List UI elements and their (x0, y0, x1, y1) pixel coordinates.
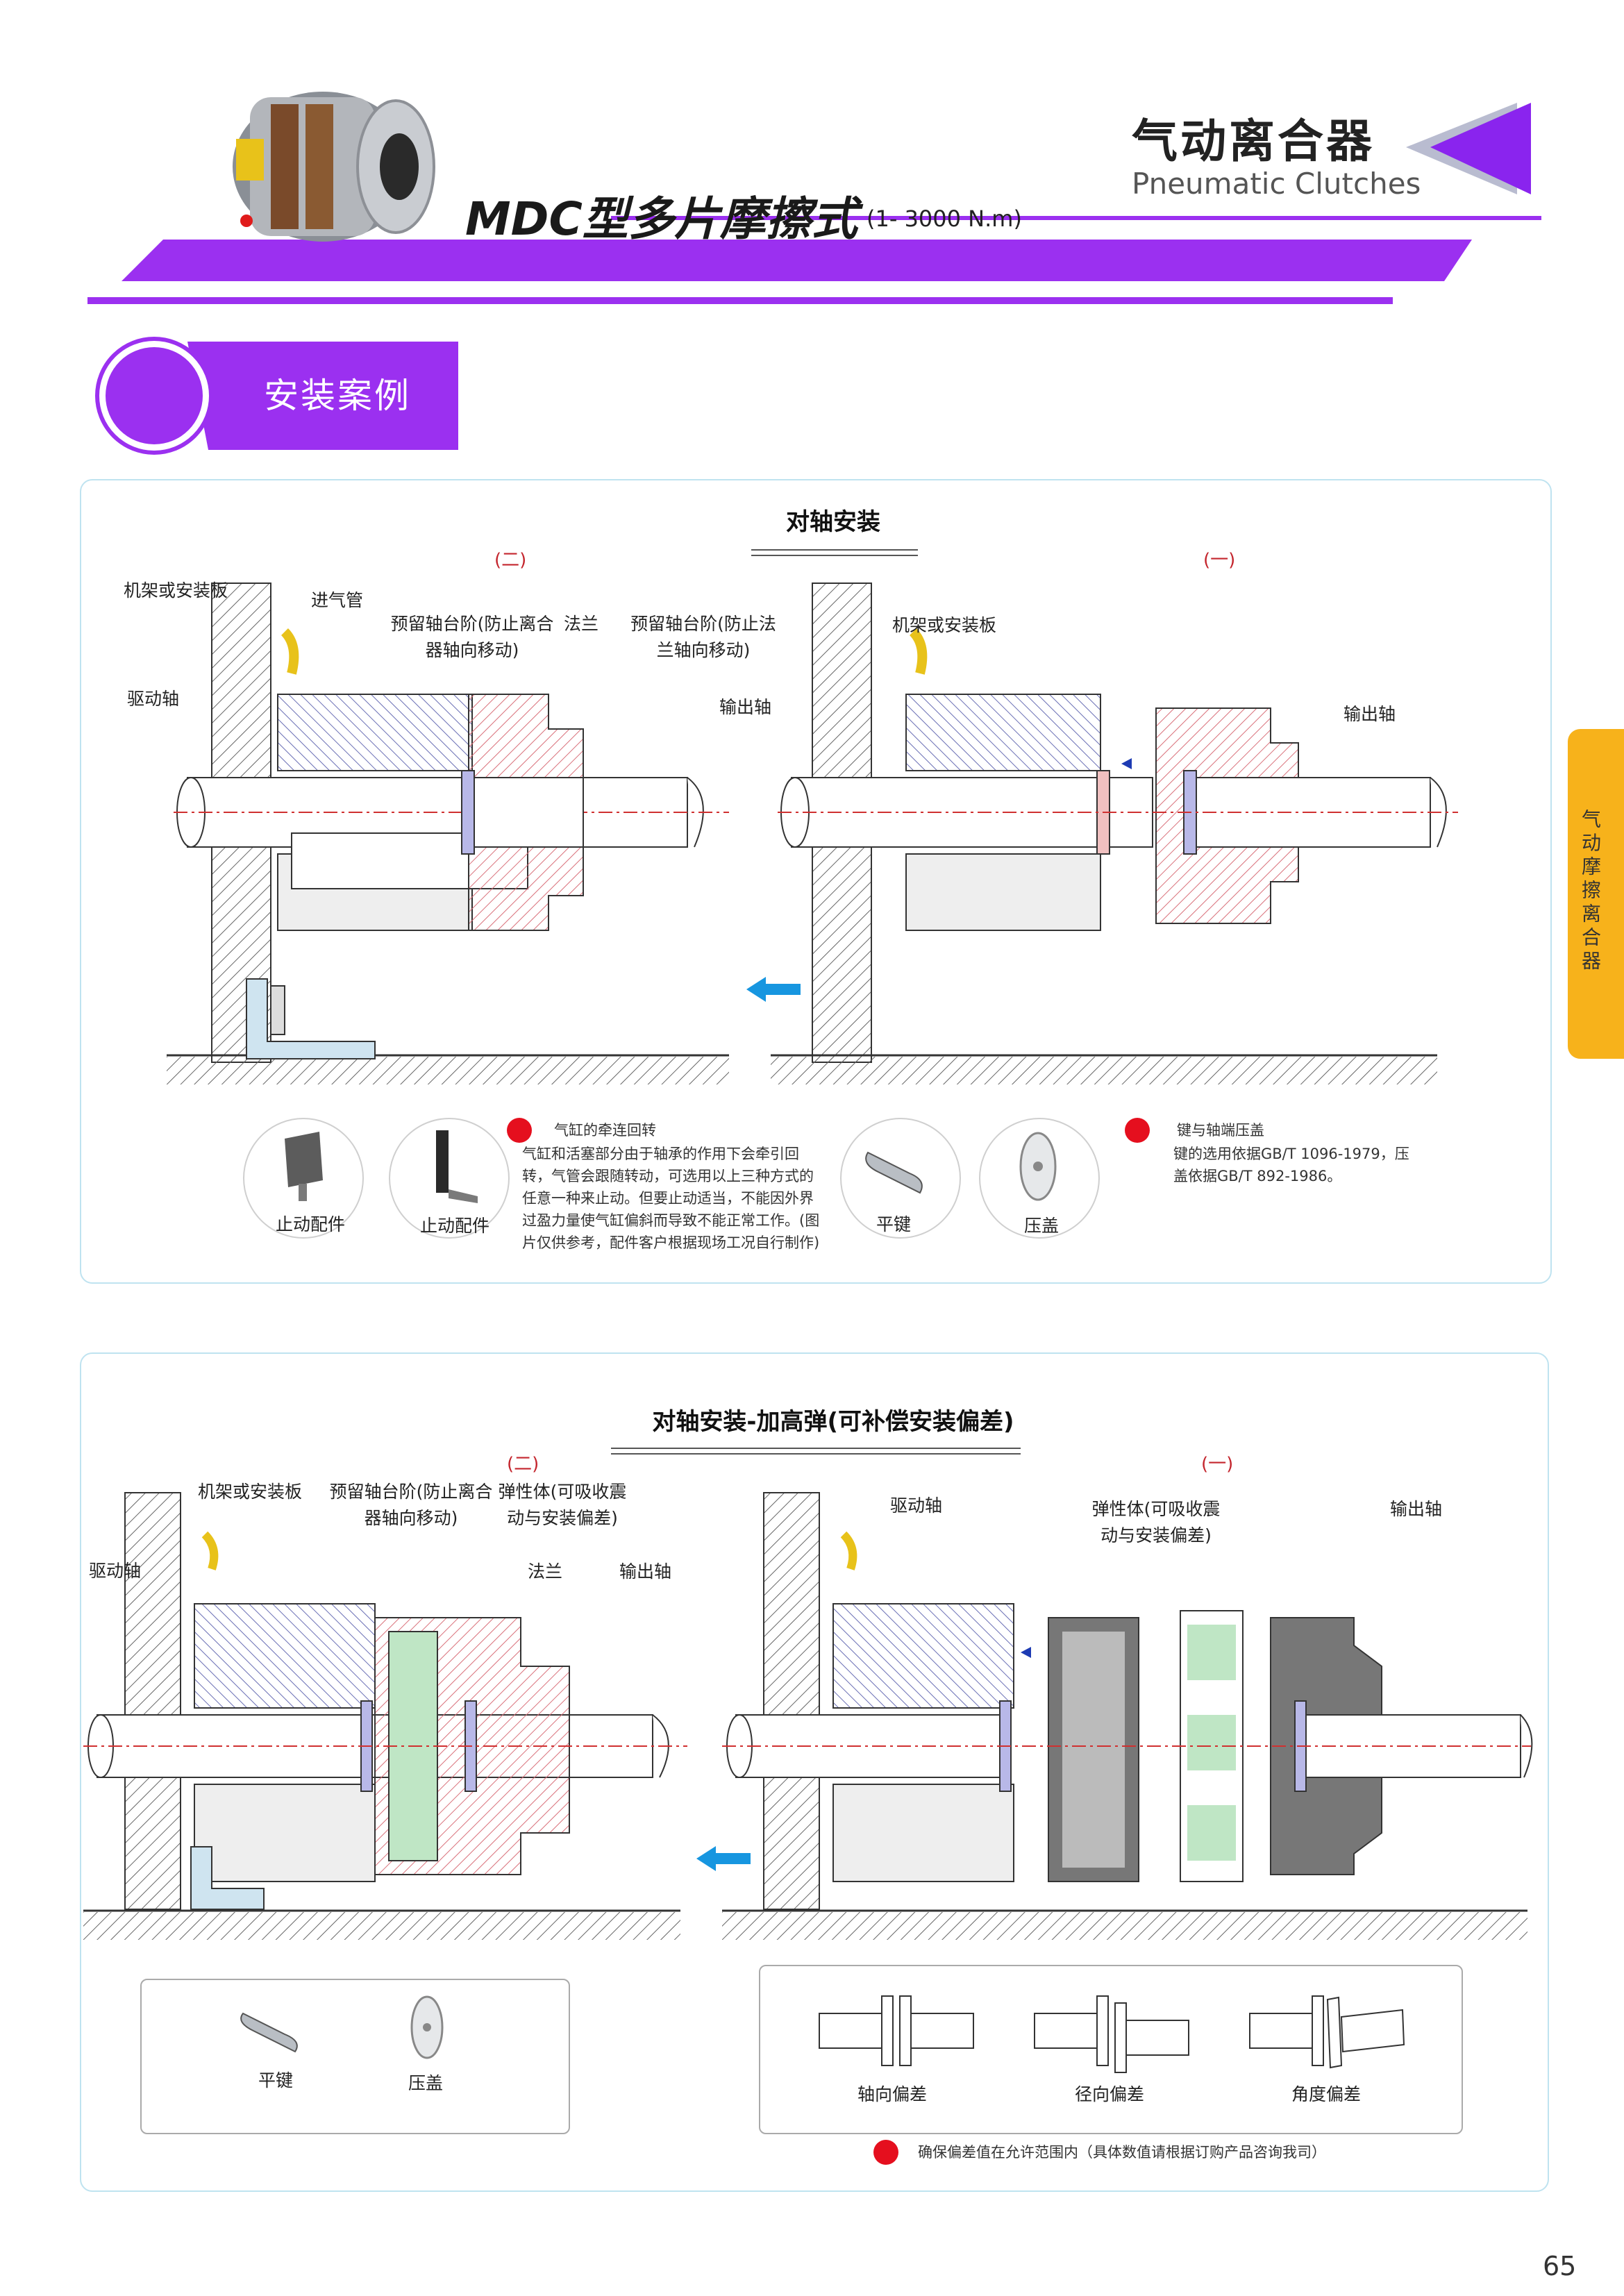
p1-label-frame: 机架或安装板 (124, 580, 228, 601)
note2-title: 键与轴端压盖 (1177, 1122, 1264, 1139)
p1-label-drive-shaft: 驱动轴 (127, 689, 180, 709)
deviation-icons (819, 1995, 1405, 2073)
panel1-diagram-right (771, 583, 1458, 1084)
move-left-arrow-2 (696, 1846, 751, 1871)
panel1-title: 对轴安装 (786, 508, 880, 536)
header-line (87, 297, 1393, 304)
press-cover-icon (1019, 1132, 1057, 1201)
panel1-left-tag: (二) (494, 550, 527, 571)
p1-label-output-shaft: 输出轴 (719, 697, 772, 717)
p2-label-elastic: 弹性体(可吸收震动与安装偏差) (498, 1482, 627, 1528)
p2-flat-key-label: 平键 (258, 2070, 294, 2090)
note2-body: 键的选用依据GB/T 1096-1979，压盖依据GB/T 892-1986。 (1173, 1146, 1409, 1184)
note2-bullet (1125, 1118, 1150, 1143)
model-title: MDC型多片摩擦式 (465, 192, 857, 246)
panel1-diagram-left (167, 583, 729, 1084)
panel2-title: 对轴安装-加高弹(可补偿安装偏差) (652, 1408, 1014, 1436)
header-graphic (87, 92, 1541, 304)
deviation-angular: 角度偏差 (1291, 2084, 1362, 2104)
p2-press-cover-icon (410, 1995, 444, 2059)
note3-body: 确保偏差值在允许范围内（具体数值请根据订购产品咨询我司） (918, 2144, 1326, 2161)
note1-bullet (507, 1118, 532, 1143)
panel1-right-tag: (一) (1203, 550, 1236, 571)
stop-part-1-icon (285, 1132, 323, 1201)
p2r-label-elastic: 弹性体(可吸收震动与安装偏差) (1091, 1499, 1221, 1545)
page-number: 65 (1543, 2251, 1577, 2281)
p1-label-air-inlet: 进气管 (311, 590, 364, 610)
side-tab (1568, 729, 1624, 1059)
move-left-arrow (746, 977, 801, 1002)
stop-part-2-thumb (389, 1118, 510, 1239)
p2-label-drive-shaft: 驱动轴 (89, 1561, 142, 1581)
deviation-axial: 轴向偏差 (857, 2084, 928, 2104)
panel2-left-tag: (二) (507, 1454, 539, 1475)
p1-label-shoulder-clutch: 预留轴台阶(防止离合器轴向移动) (390, 614, 554, 660)
p1-label-shoulder-flange: 预留轴台阶(防止法兰轴向移动) (630, 614, 776, 660)
flat-key-label: 平键 (876, 1214, 912, 1234)
note3-bullet (873, 2140, 898, 2165)
stop-part-1-label: 止动配件 (276, 1214, 346, 1234)
side-tab-text: 气动摩擦离合器 (1579, 809, 1602, 974)
panel2-diagram-right (722, 1492, 1533, 1940)
header-thin-line (611, 216, 1541, 220)
stop-part-2-icon (436, 1130, 478, 1203)
p2-label-shoulder-clutch: 预留轴台阶(防止离合器轴向移动) (329, 1482, 493, 1528)
flat-key-icon (865, 1151, 923, 1194)
note1-body: 气缸和活塞部分由于轴承的作用下会牵引回转，气管会跟随转动，可选用以上三种方式的任… (522, 1146, 820, 1251)
clutch-photo (233, 92, 435, 242)
note1-title: 气缸的牵连回转 (554, 1122, 656, 1139)
panel2-title-underline (611, 1448, 1021, 1455)
p2-parts-box (140, 1979, 570, 2134)
p1r-label-output-shaft: 输出轴 (1343, 704, 1396, 724)
deviation-radial: 径向偏差 (1075, 2084, 1145, 2104)
header-title-cn: 气动离合器 (1132, 115, 1375, 168)
p2-flat-key-icon (240, 2012, 298, 2053)
header-band (122, 240, 1472, 281)
header-title-en: Pneumatic Clutches (1132, 167, 1421, 201)
p1r-label-frame: 机架或安装板 (892, 615, 997, 635)
panel2-diagram-left (83, 1492, 687, 1940)
header-arrow-dark (1430, 103, 1531, 194)
panel1-title-underline (751, 549, 918, 556)
panel2-right-tag: (一) (1201, 1454, 1234, 1475)
p2-label-flange: 法兰 (528, 1561, 563, 1582)
p2-label-output-shaft: 输出轴 (619, 1561, 672, 1582)
model-range: (1- 3000 N.m) (867, 206, 1022, 232)
press-cover-label: 压盖 (1024, 1216, 1060, 1236)
p2r-label-output-shaft: 输出轴 (1390, 1499, 1443, 1519)
p2r-label-drive-shaft: 驱动轴 (890, 1495, 943, 1516)
p2-label-frame: 机架或安装板 (198, 1482, 303, 1502)
section-label: 安装案例 (264, 376, 411, 416)
section-badge (95, 337, 458, 455)
p2-press-cover-label: 压盖 (408, 2073, 444, 2093)
stop-part-2-label: 止动配件 (420, 1216, 490, 1236)
deviation-box (759, 1965, 1463, 2134)
p1-label-flange: 法兰 (564, 614, 599, 634)
